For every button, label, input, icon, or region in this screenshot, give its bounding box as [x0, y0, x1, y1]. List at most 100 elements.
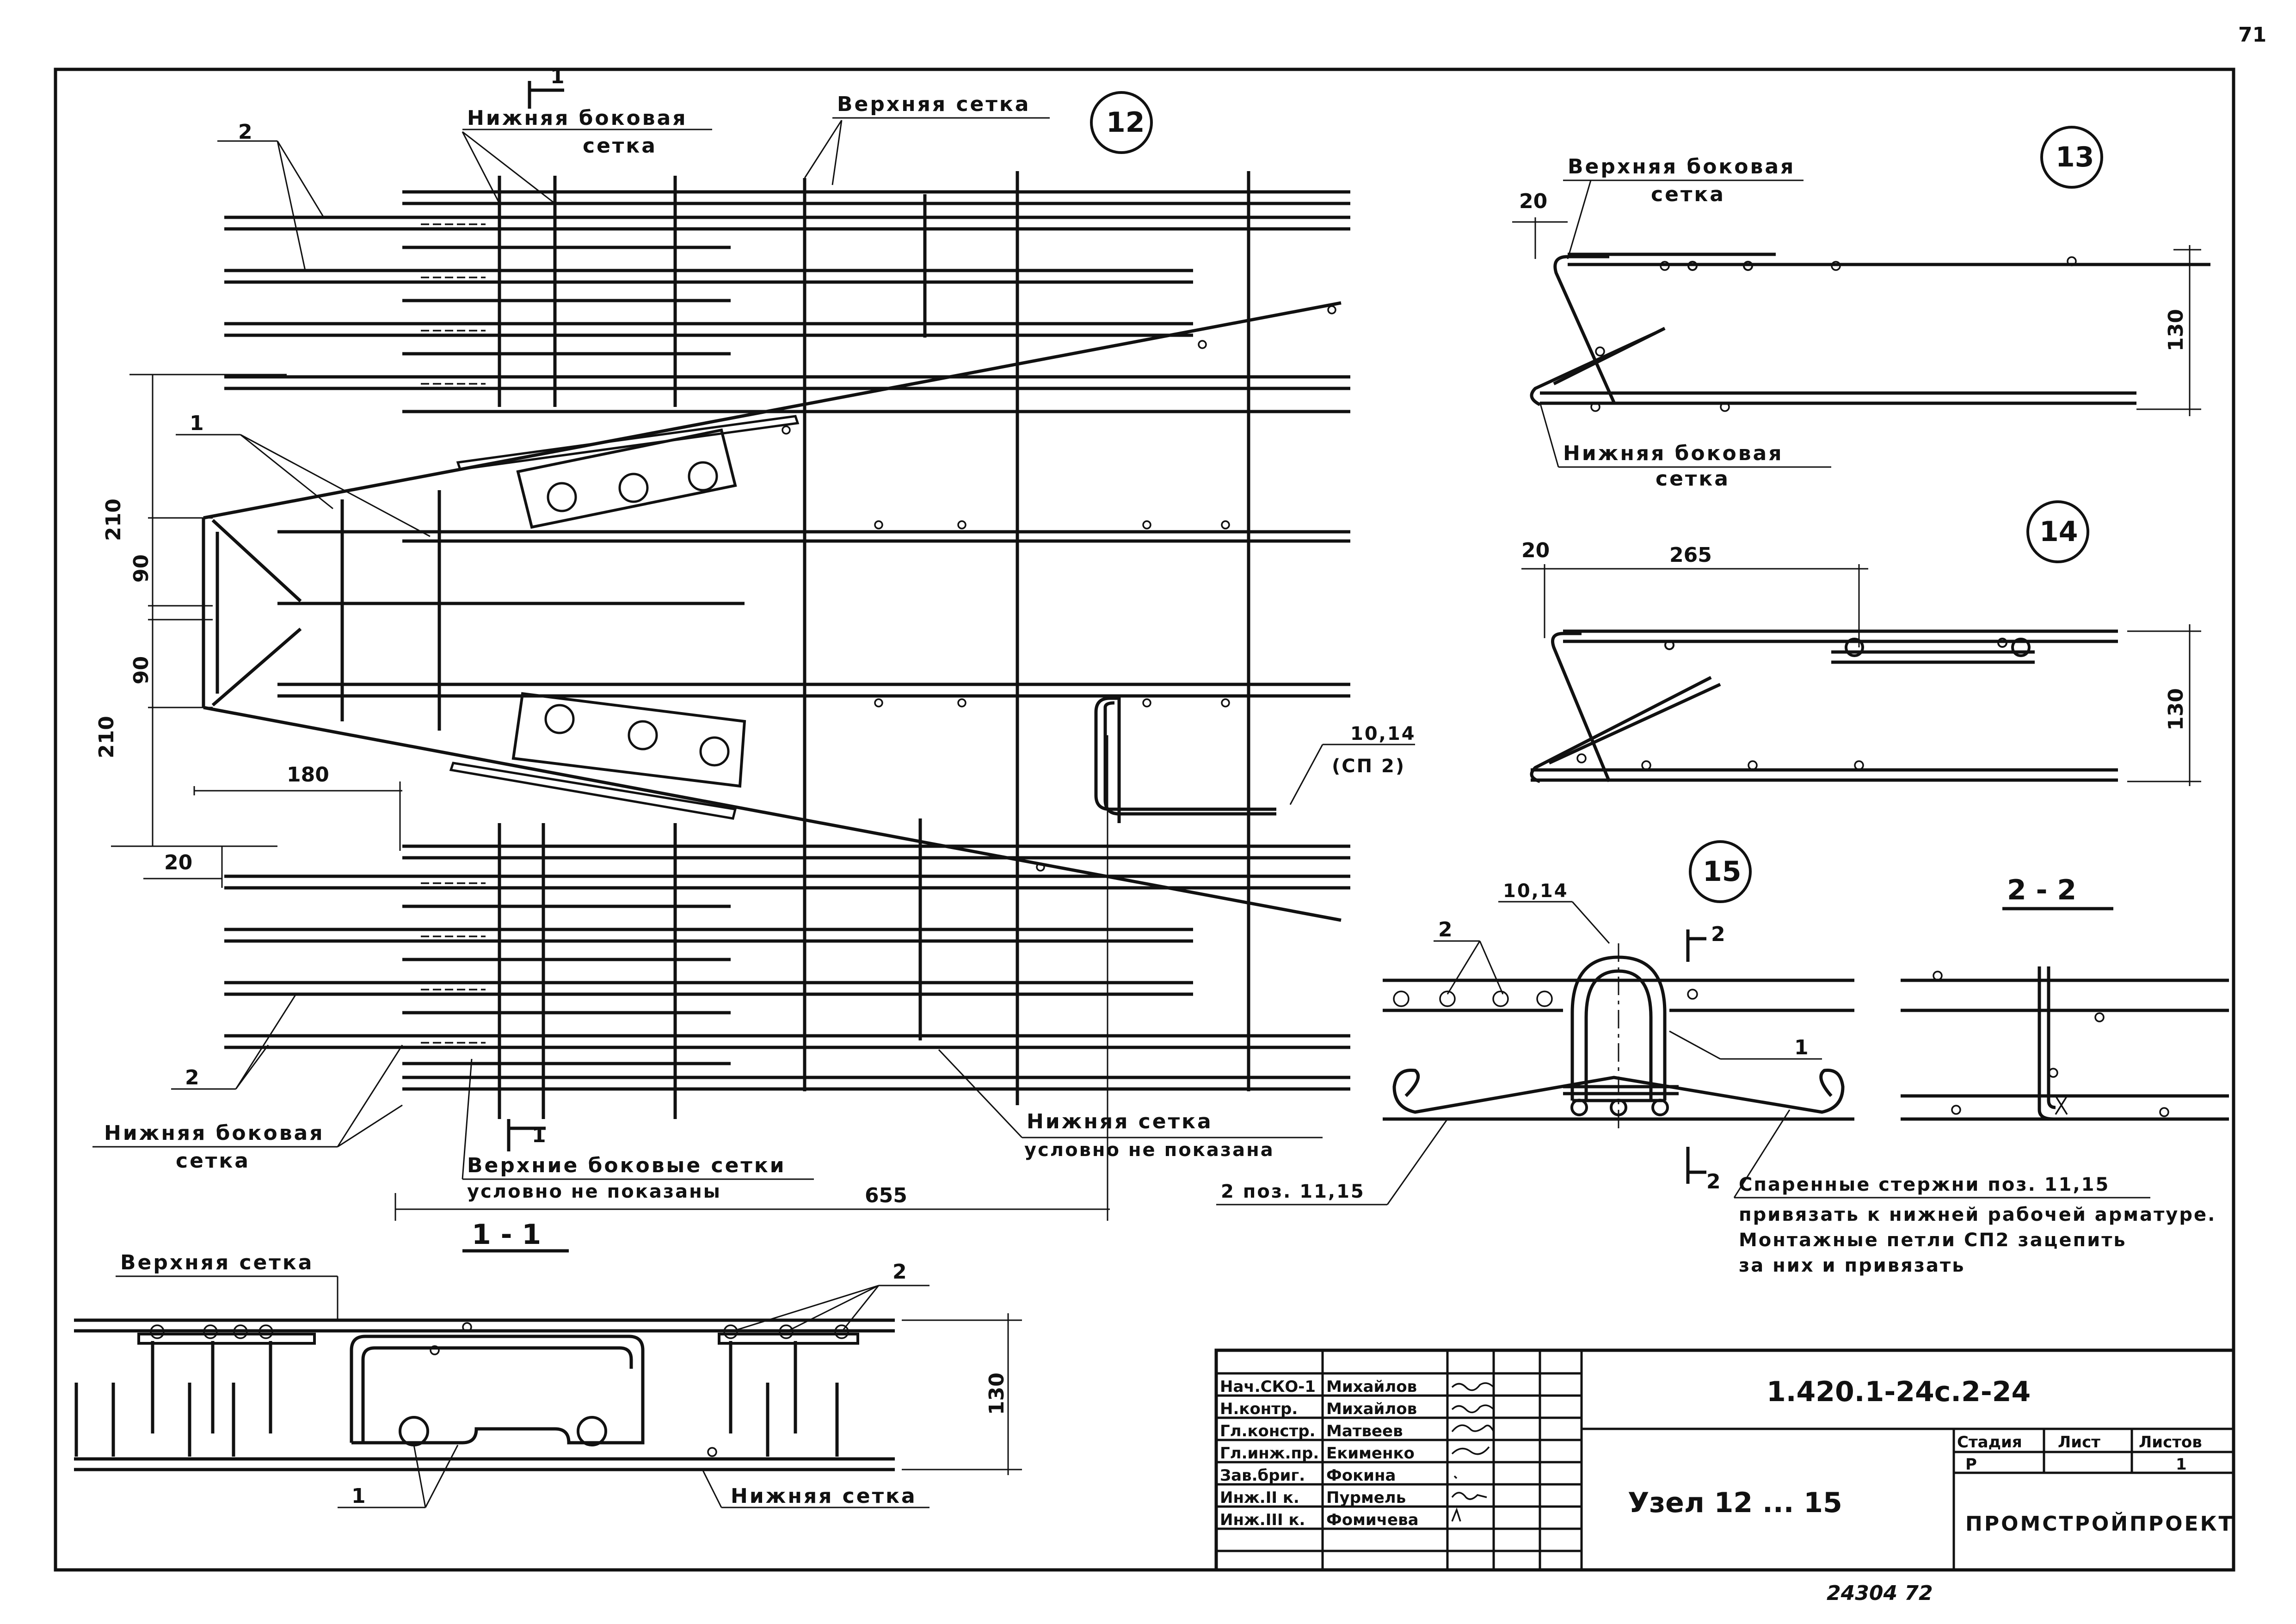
node-12-dim-90-top: 90 — [129, 554, 153, 583]
title-block-signatures — [1451, 1382, 1495, 1522]
title-block-sheet-header: Лист — [2058, 1433, 2100, 1452]
node-12-circle — [1090, 91, 1153, 154]
node-12-section-mark-top: 1 — [550, 65, 565, 88]
node-14-dim-130: 130 — [2164, 688, 2188, 731]
node-12-mounting-loop — [1094, 696, 1276, 823]
section-2-2: 2 - 2 — [1901, 874, 2229, 1121]
section-2-2-title: 2 - 2 — [2007, 874, 2076, 906]
title-block-role-5: Инж.II к. — [1220, 1489, 1299, 1507]
node-15-circle — [1689, 840, 1752, 903]
title-block-drawing-title: Узел 12 ... 15 — [1628, 1487, 1842, 1519]
section-1-1-lower-mesh-label: Нижняя сетка — [731, 1484, 917, 1508]
node-12-dim-210-top: 210 — [102, 498, 125, 541]
node-12-lower-mesh-label-2: условно не показана — [1024, 1139, 1274, 1161]
node-14-dim-20: 20 — [1521, 539, 1550, 562]
title-block-document-code: 1.420.1-24с.2-24 — [1767, 1376, 2031, 1408]
node-12-upper-mesh-label: Верхняя сетка — [837, 92, 1030, 116]
node-12-dim-20: 20 — [164, 851, 192, 874]
node-15-pos-ref: 2 поз. 11,15 — [1221, 1181, 1365, 1202]
node-13-dim-20: 20 — [1519, 190, 1547, 213]
node-12-lower-side-mesh-label: Нижняя боковая — [467, 106, 688, 130]
node-12-loop-ref: 10,14 — [1350, 723, 1416, 744]
node-12-dim-180: 180 — [287, 763, 329, 787]
section-1-1-bar-1-label: 1 — [351, 1484, 366, 1508]
node-12-long-bars — [277, 190, 1350, 1091]
node-12-upper-side-meshes-label: Верхние боковые сетки — [467, 1154, 786, 1177]
node-12-upper-side-meshes-label-2: условно не показаны — [467, 1181, 721, 1202]
node-13-label: 13 — [2056, 141, 2094, 173]
node-13-upper-side-mesh-label: Верхняя боковая — [1568, 155, 1795, 178]
node-12-lower-mesh-label: Нижняя сетка — [1027, 1110, 1213, 1133]
page-number: 71 — [2238, 23, 2266, 47]
title-block-name-1: Михайлов — [1326, 1400, 1417, 1418]
node-12-lower-side-mesh-bottom-label: Нижняя боковая — [104, 1121, 325, 1145]
title-block-name-2: Матвеев — [1326, 1422, 1403, 1440]
node-15-label: 15 — [1703, 855, 1742, 888]
node-15-loop-ref: 10,14 — [1503, 880, 1569, 902]
section-1-1-bar-2-label: 2 — [893, 1260, 907, 1284]
node-12-bar-dots — [782, 305, 1336, 872]
node-13-circle — [2040, 126, 2103, 189]
node-12-lower-side-mesh-bottom-label-2: сетка — [176, 1149, 250, 1173]
node-13-lower-side-mesh-label: Нижняя боковая — [1563, 442, 1784, 465]
title-block-role-1: Н.контр. — [1220, 1400, 1298, 1418]
node-15: 15 10,14 2 2 1 2 2 — [1216, 840, 2216, 1276]
node-15-note-2: привязать к нижней рабочей арматуре. — [1739, 1204, 2216, 1225]
node-13-upper-side-mesh-label-2: сетка — [1651, 183, 1725, 206]
section-1-1-mounting-loop — [350, 1322, 717, 1457]
node-13-lower-side-mesh-label-2: сетка — [1656, 467, 1730, 491]
node-12-dim-210-bottom: 210 — [95, 716, 118, 758]
node-12-lower-side-mesh-label-2: сетка — [583, 134, 657, 158]
title-block: Нач.СКО-1 Н.контр. Гл.констр. Гл.инж.пр.… — [1214, 1348, 2235, 1572]
node-15-section-mark-top: 2 — [1711, 923, 1725, 946]
node-12-splice-marks — [421, 223, 486, 1044]
title-block-role-3: Гл.инж.пр. — [1220, 1444, 1319, 1463]
node-15-note-3: Монтажные петли СП2 зацепить — [1739, 1230, 2127, 1251]
node-12-bar-2-label-bottom: 2 — [185, 1066, 199, 1089]
drawing-frame — [54, 68, 2235, 1572]
node-14: 14 20 265 130 — [1521, 500, 2201, 786]
section-1-1-title: 1 - 1 — [472, 1218, 541, 1251]
node-13-dim-130: 130 — [2164, 309, 2188, 351]
title-block-role-0: Нач.СКО-1 — [1220, 1378, 1316, 1396]
node-12-dim-655: 655 — [865, 1184, 907, 1207]
node-12-bar-2-label-top: 2 — [238, 120, 252, 144]
section-1-1-top-plates — [137, 1324, 859, 1345]
section-1-1-upper-mesh-label: Верхняя сетка — [120, 1251, 314, 1274]
node-15-section-mark-bottom: 2 — [1706, 1170, 1721, 1193]
node-14-circle — [2026, 500, 2089, 563]
node-12-diagonal-bars — [202, 301, 1342, 922]
title-block-name-3: Екименко — [1326, 1444, 1415, 1463]
title-block-name-0: Михайлов — [1326, 1378, 1417, 1396]
title-block-name-5: Пурмель — [1326, 1489, 1406, 1507]
bottom-stamp: 24304 72 — [1827, 1581, 1933, 1605]
title-block-role-2: Гл.констр. — [1220, 1422, 1316, 1440]
title-block-sheets-header: Листов — [2139, 1433, 2202, 1452]
node-12-bar-1-label: 1 — [190, 412, 204, 435]
node-15-bar-1-label: 1 — [1794, 1036, 1809, 1059]
title-block-sheets: 1 — [2176, 1455, 2187, 1474]
node-13: 13 Верхняя боковая сетка 20 130 Нижняя б… — [1512, 126, 2210, 491]
section-1-1-vertical-bars — [74, 1341, 839, 1457]
node-15-note-1: Спаренные стержни поз. 11,15 — [1739, 1174, 2110, 1195]
node-12-side-mesh-bars — [224, 215, 1350, 1065]
node-12-loop-ref-2: (СП 2) — [1332, 756, 1405, 777]
title-block-stage: Р — [1965, 1455, 1977, 1474]
title-block-role-6: Инж.III к. — [1220, 1511, 1305, 1529]
section-1-1-dim-130: 130 — [985, 1372, 1009, 1415]
node-12: 12 — [92, 65, 1416, 1221]
title-block-name-6: Фомичева — [1326, 1511, 1419, 1529]
node-15-note-4: за них и привязать — [1739, 1255, 1965, 1276]
node-12-left-dimensions — [111, 374, 402, 888]
node-12-vertical-bars — [340, 171, 1250, 1119]
node-12-label: 12 — [1106, 106, 1145, 139]
node-14-label: 14 — [2039, 516, 2078, 548]
node-12-dim-90-bottom: 90 — [129, 656, 153, 684]
node-15-bar-2-label: 2 — [1438, 918, 1453, 941]
section-1-1: 1 - 1 Верхняя сетка — [74, 1218, 1022, 1508]
title-block-organization: ПРОМСТРОЙПРОЕКТ — [1965, 1511, 2234, 1536]
title-block-role-4: Зав.бриг. — [1220, 1466, 1305, 1485]
node-14-dim-265: 265 — [1669, 543, 1712, 567]
title-block-stage-header: Стадия — [1957, 1433, 2022, 1452]
